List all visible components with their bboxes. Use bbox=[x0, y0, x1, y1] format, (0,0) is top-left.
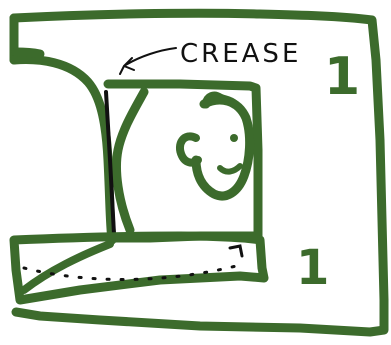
page-number-bottom: 1 bbox=[296, 240, 329, 296]
arrow-icon bbox=[120, 48, 176, 74]
fold-diagonal-line bbox=[117, 92, 145, 230]
flap-top-line bbox=[16, 52, 40, 54]
flap-curve bbox=[14, 60, 112, 240]
crease-label: CREASE bbox=[180, 39, 301, 69]
smiling-face-icon bbox=[180, 96, 250, 196]
hook-mark bbox=[230, 246, 242, 256]
bottom-fold-diagonal bbox=[24, 244, 110, 290]
page-number-top: 1 bbox=[324, 47, 360, 107]
